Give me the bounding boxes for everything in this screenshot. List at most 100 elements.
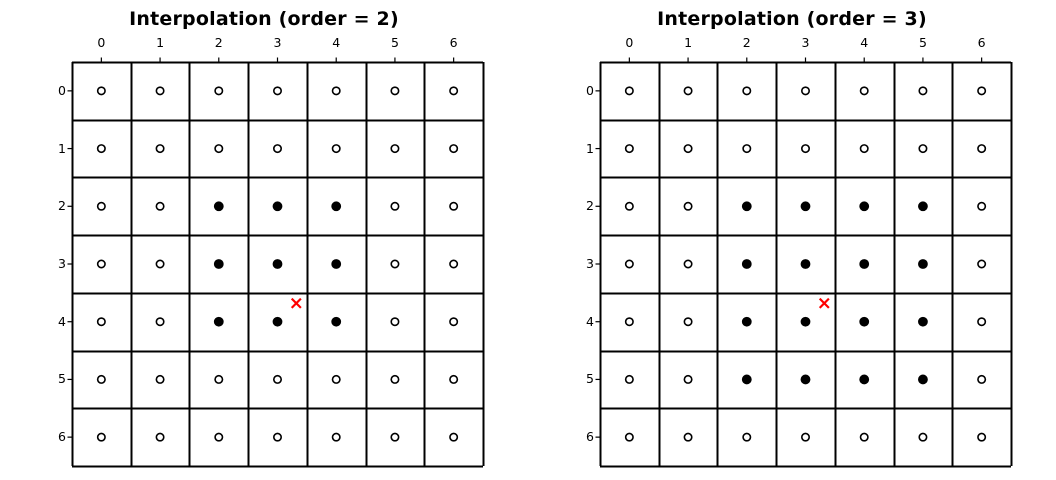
open-circle-marker xyxy=(273,144,283,154)
open-circle-marker xyxy=(331,86,341,96)
filled-circle-marker xyxy=(859,316,870,327)
x-tick-label: 2 xyxy=(742,35,751,50)
open-circle-marker xyxy=(683,144,693,154)
filled-circle-marker xyxy=(859,259,870,269)
x-tick-label: 6 xyxy=(449,35,458,50)
filled-circle-marker xyxy=(213,201,224,212)
open-circle-marker xyxy=(390,201,400,211)
grid-node-markers xyxy=(624,86,987,442)
filled-circle-marker xyxy=(331,259,342,269)
filled-circle-marker xyxy=(741,374,752,385)
open-circle-marker xyxy=(977,259,987,269)
open-circle-marker xyxy=(449,86,459,96)
filled-circle-marker xyxy=(272,201,283,212)
open-circle-marker xyxy=(801,432,811,442)
x-axis-ticks xyxy=(100,57,455,62)
y-tick-label: 0 xyxy=(58,82,66,98)
filled-circle-marker xyxy=(741,201,752,212)
filled-circle-marker xyxy=(331,201,342,212)
grid-node-markers xyxy=(96,86,459,442)
open-circle-marker xyxy=(449,144,459,154)
filled-circle-marker xyxy=(918,316,928,327)
y-tick-label: 6 xyxy=(586,429,594,445)
open-circle-marker xyxy=(155,317,165,327)
open-circle-marker xyxy=(449,201,459,211)
open-circle-marker xyxy=(273,86,283,96)
open-circle-marker xyxy=(155,201,165,211)
open-circle-marker xyxy=(977,201,987,211)
x-tick-label: 0 xyxy=(97,35,106,50)
filled-circle-marker xyxy=(859,201,870,212)
x-axis-ticks xyxy=(628,57,983,62)
open-circle-marker xyxy=(624,259,634,269)
open-circle-marker xyxy=(390,432,400,442)
open-circle-marker xyxy=(390,317,400,327)
open-circle-marker xyxy=(96,201,106,211)
filled-circle-marker xyxy=(918,259,928,269)
x-tick-label: 4 xyxy=(332,35,341,50)
plot-area xyxy=(67,57,485,468)
open-circle-marker xyxy=(96,144,106,154)
open-circle-marker xyxy=(801,86,811,96)
y-tick-label: 3 xyxy=(586,256,594,271)
open-circle-marker xyxy=(331,374,341,384)
filled-circle-marker xyxy=(918,374,928,385)
open-circle-marker xyxy=(331,432,341,442)
filled-circle-marker xyxy=(859,374,870,385)
open-circle-marker xyxy=(977,317,987,327)
open-circle-marker xyxy=(977,86,987,96)
open-circle-marker xyxy=(801,144,811,154)
open-circle-marker xyxy=(155,374,165,384)
filled-circle-marker xyxy=(741,259,752,269)
open-circle-marker xyxy=(624,86,634,96)
open-circle-marker xyxy=(624,201,634,211)
y-tick-label: 4 xyxy=(586,313,594,329)
x-tick-label: 2 xyxy=(214,35,223,50)
filled-circle-marker xyxy=(741,316,752,327)
open-circle-marker xyxy=(683,432,693,442)
open-circle-marker xyxy=(155,432,165,442)
open-circle-marker xyxy=(449,259,459,269)
open-circle-marker xyxy=(214,432,224,442)
y-axis-ticks xyxy=(595,90,600,438)
open-circle-marker xyxy=(273,432,283,442)
grid-lines xyxy=(71,61,485,468)
filled-circle-marker xyxy=(800,374,811,385)
open-circle-marker xyxy=(683,374,693,384)
panel-title: Interpolation (order = 2) xyxy=(129,8,399,30)
filled-circle-marker xyxy=(272,259,283,269)
open-circle-marker xyxy=(390,144,400,154)
open-circle-marker xyxy=(96,374,106,384)
open-circle-marker xyxy=(96,432,106,442)
open-circle-marker xyxy=(742,144,752,154)
y-axis-ticks xyxy=(67,90,72,438)
open-circle-marker xyxy=(683,86,693,96)
open-circle-marker xyxy=(96,317,106,327)
open-circle-marker xyxy=(742,86,752,96)
open-circle-marker xyxy=(449,317,459,327)
open-circle-marker xyxy=(449,374,459,384)
open-circle-marker xyxy=(214,374,224,384)
x-tick-label: 5 xyxy=(390,35,399,50)
open-circle-marker xyxy=(390,86,400,96)
open-circle-marker xyxy=(331,144,341,154)
interpolation-point-x-icon xyxy=(290,297,302,309)
open-circle-marker xyxy=(624,144,634,154)
y-tick-label: 2 xyxy=(586,198,594,214)
open-circle-marker xyxy=(449,432,459,442)
open-circle-marker xyxy=(918,432,928,442)
x-tick-label: 3 xyxy=(273,35,282,50)
open-circle-marker xyxy=(273,374,283,384)
open-circle-marker xyxy=(859,432,869,442)
y-tick-label: 1 xyxy=(58,140,66,156)
open-circle-marker xyxy=(390,259,400,269)
filled-circle-marker xyxy=(272,316,283,327)
y-tick-label: 4 xyxy=(58,313,66,329)
x-tick-label: 0 xyxy=(625,35,634,50)
open-circle-marker xyxy=(683,259,693,269)
